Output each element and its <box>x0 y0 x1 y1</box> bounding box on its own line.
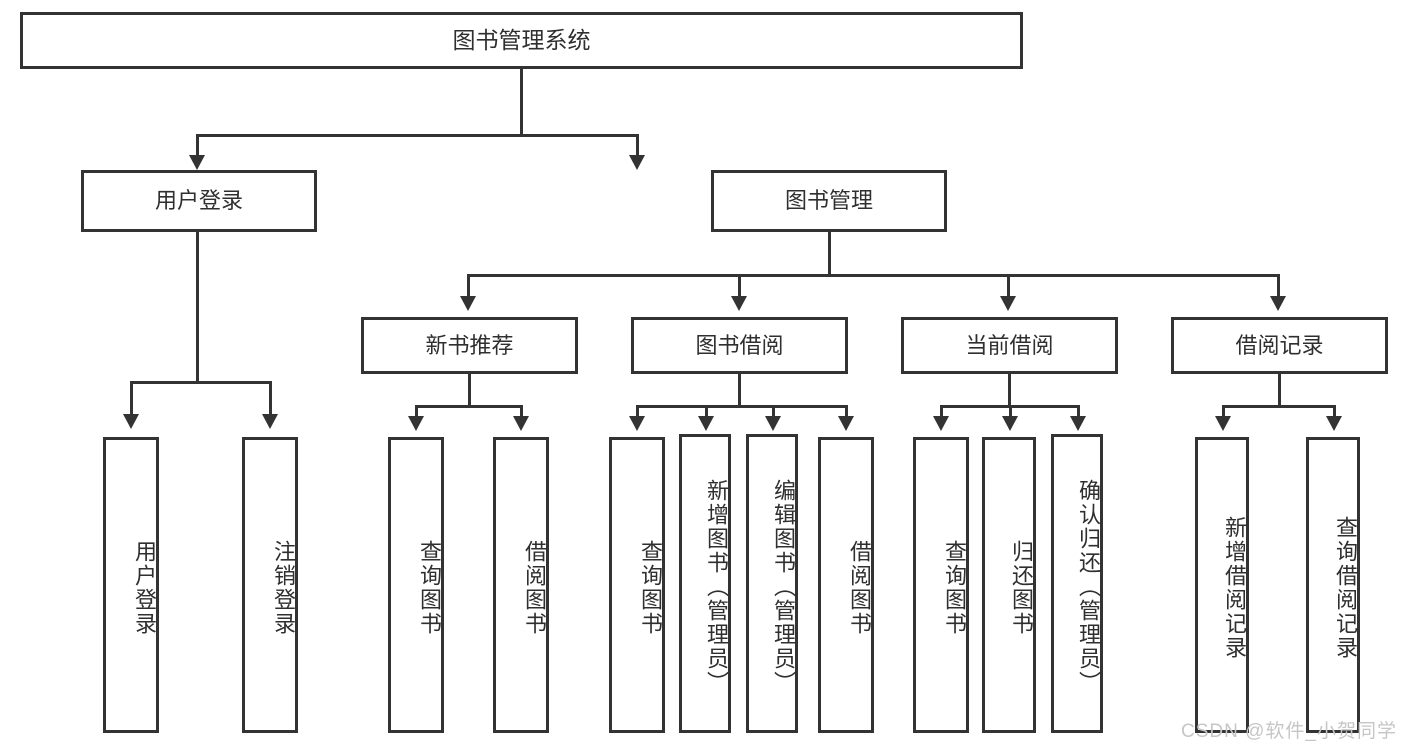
leaf-label: 借阅图书 <box>522 540 547 636</box>
leaf-label: 新增借阅记录 <box>1222 516 1247 660</box>
connector-login-bus <box>130 381 272 384</box>
leaf-label: 确认归还（管理员） <box>1076 478 1101 695</box>
connector-login-to-leaf1 <box>130 381 133 417</box>
connector-books-to-record <box>1277 274 1280 298</box>
leaf-edit-book-admin[interactable]: 编辑图书（管理员） <box>746 434 798 733</box>
arrow-record-to-leaf1 <box>1215 416 1231 431</box>
arrow-record-to-leaf2 <box>1326 416 1342 431</box>
connector-current-to-leaf3 <box>1077 405 1080 419</box>
connector-borrow-bus <box>636 405 848 408</box>
leaf-add-borrow-record[interactable]: 新增借阅记录 <box>1195 437 1249 733</box>
node-borrow-record[interactable]: 借阅记录 <box>1171 317 1388 374</box>
arrow-borrow-to-leaf3 <box>765 416 781 431</box>
connector-root-stem <box>520 69 523 135</box>
connector-record-to-leaf1 <box>1222 405 1225 419</box>
arrow-borrow-to-leaf4 <box>838 416 854 431</box>
arrow-borrow-to-leaf2 <box>698 416 714 431</box>
connector-current-stem <box>1008 374 1011 406</box>
leaf-label: 查询图书 <box>942 540 967 636</box>
connector-current-to-leaf2 <box>1009 405 1012 419</box>
leaf-query-borrow-record[interactable]: 查询借阅记录 <box>1306 437 1360 733</box>
leaf-add-book-admin[interactable]: 新增图书（管理员） <box>679 434 731 733</box>
arrow-newbook-to-leaf1 <box>408 416 424 431</box>
node-current-borrow[interactable]: 当前借阅 <box>901 317 1118 374</box>
arrow-root-to-login <box>189 155 205 170</box>
connector-newbook-to-leaf2 <box>520 405 523 419</box>
connector-books-stem <box>828 232 831 276</box>
connector-borrow-to-leaf1 <box>636 405 639 419</box>
leaf-label: 编辑图书（管理员） <box>771 478 796 695</box>
connector-root-to-books <box>636 134 639 158</box>
leaf-confirm-return-admin[interactable]: 确认归还（管理员） <box>1051 434 1103 733</box>
leaf-user-login[interactable]: 用户登录 <box>103 437 159 733</box>
leaf-label: 用户登录 <box>132 540 157 636</box>
arrow-current-to-leaf1 <box>933 416 949 431</box>
connector-record-to-leaf2 <box>1333 405 1336 419</box>
connector-login-stem <box>196 232 199 382</box>
arrow-login-to-leaf2 <box>262 414 278 429</box>
arrow-borrow-to-leaf1 <box>629 416 645 431</box>
leaf-label: 归还图书 <box>1009 540 1034 636</box>
node-user-login[interactable]: 用户登录 <box>81 170 317 232</box>
connector-borrow-to-leaf2 <box>705 405 708 419</box>
leaf-label: 查询借阅记录 <box>1333 516 1358 660</box>
connector-books-bus <box>467 274 1280 277</box>
arrow-current-to-leaf2 <box>1002 416 1018 431</box>
connector-books-to-current <box>1007 274 1010 298</box>
arrow-books-to-borrow <box>731 296 747 311</box>
arrow-newbook-to-leaf2 <box>513 416 529 431</box>
node-book-borrow[interactable]: 图书借阅 <box>631 317 848 374</box>
connector-books-to-borrow <box>738 274 741 298</box>
leaf-label: 查询图书 <box>417 540 442 636</box>
connector-root-bus <box>196 134 639 137</box>
leaf-query-book-newbook[interactable]: 查询图书 <box>388 437 444 733</box>
connector-borrow-stem <box>738 374 741 406</box>
arrow-books-to-record <box>1270 296 1286 311</box>
connector-current-to-leaf1 <box>940 405 943 419</box>
arrow-current-to-leaf3 <box>1070 416 1086 431</box>
connector-borrow-to-leaf4 <box>845 405 848 419</box>
arrow-books-to-newbook <box>460 296 476 311</box>
connector-borrow-to-leaf3 <box>772 405 775 419</box>
arrow-books-to-current <box>1000 296 1016 311</box>
leaf-label: 借阅图书 <box>847 540 872 636</box>
arrow-login-to-leaf1 <box>123 414 139 429</box>
node-book-management[interactable]: 图书管理 <box>711 170 947 232</box>
leaf-query-book-current[interactable]: 查询图书 <box>913 437 969 733</box>
connector-newbook-bus <box>415 405 523 408</box>
leaf-label: 注销登录 <box>271 540 296 636</box>
leaf-return-book[interactable]: 归还图书 <box>982 437 1036 733</box>
leaf-borrow-book-newbook[interactable]: 借阅图书 <box>493 437 549 733</box>
connector-record-bus <box>1222 405 1336 408</box>
leaf-query-book-borrow[interactable]: 查询图书 <box>609 437 665 733</box>
leaf-logout[interactable]: 注销登录 <box>242 437 298 733</box>
node-new-book-recommend[interactable]: 新书推荐 <box>361 317 578 374</box>
connector-record-stem <box>1278 374 1281 406</box>
arrow-root-to-books <box>629 155 645 170</box>
node-root-system[interactable]: 图书管理系统 <box>20 12 1023 69</box>
connector-root-to-login <box>196 134 199 158</box>
leaf-label: 查询图书 <box>638 540 663 636</box>
leaf-borrow-book[interactable]: 借阅图书 <box>818 437 874 733</box>
connector-newbook-to-leaf1 <box>415 405 418 419</box>
leaf-label: 新增图书（管理员） <box>704 478 729 695</box>
connector-books-to-newbook <box>467 274 470 298</box>
connector-newbook-stem <box>468 374 471 406</box>
connector-login-to-leaf2 <box>269 381 272 417</box>
